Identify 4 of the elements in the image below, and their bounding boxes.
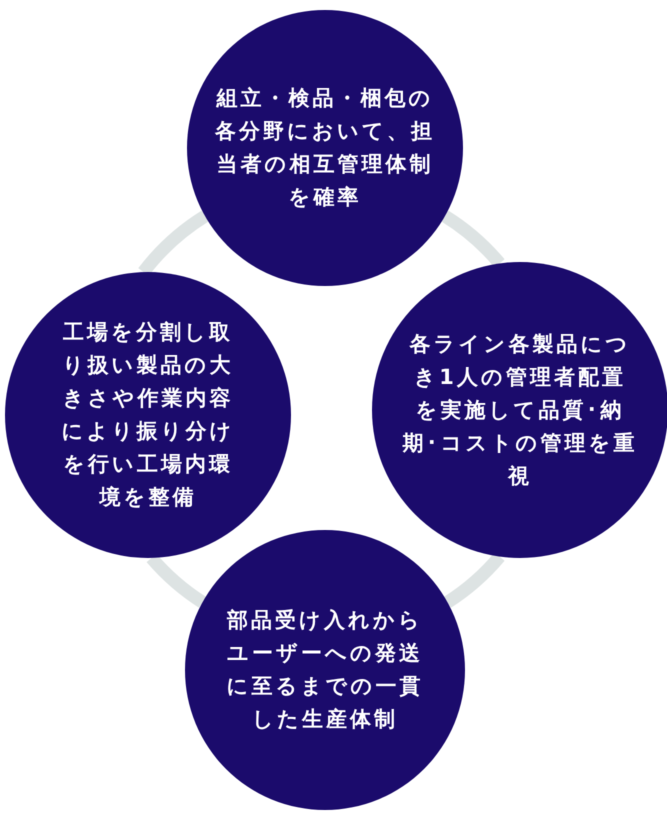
node-text: 組立・検品・梱包の各分野において、担当者の相互管理体制を確率 [214, 85, 436, 211]
node-text: 各ライン各製品につき1人の管理者配置を実施して品質･納期･コストの管理を重視 [402, 330, 638, 490]
node-text: 工場を分割し取り扱い製品の大きさや作業内容により振り分けを行い工場内環境を整備 [60, 319, 236, 511]
node-text: 部品受け入れからユーザーへの発送に至るまでの一貫した生産体制 [226, 607, 424, 733]
